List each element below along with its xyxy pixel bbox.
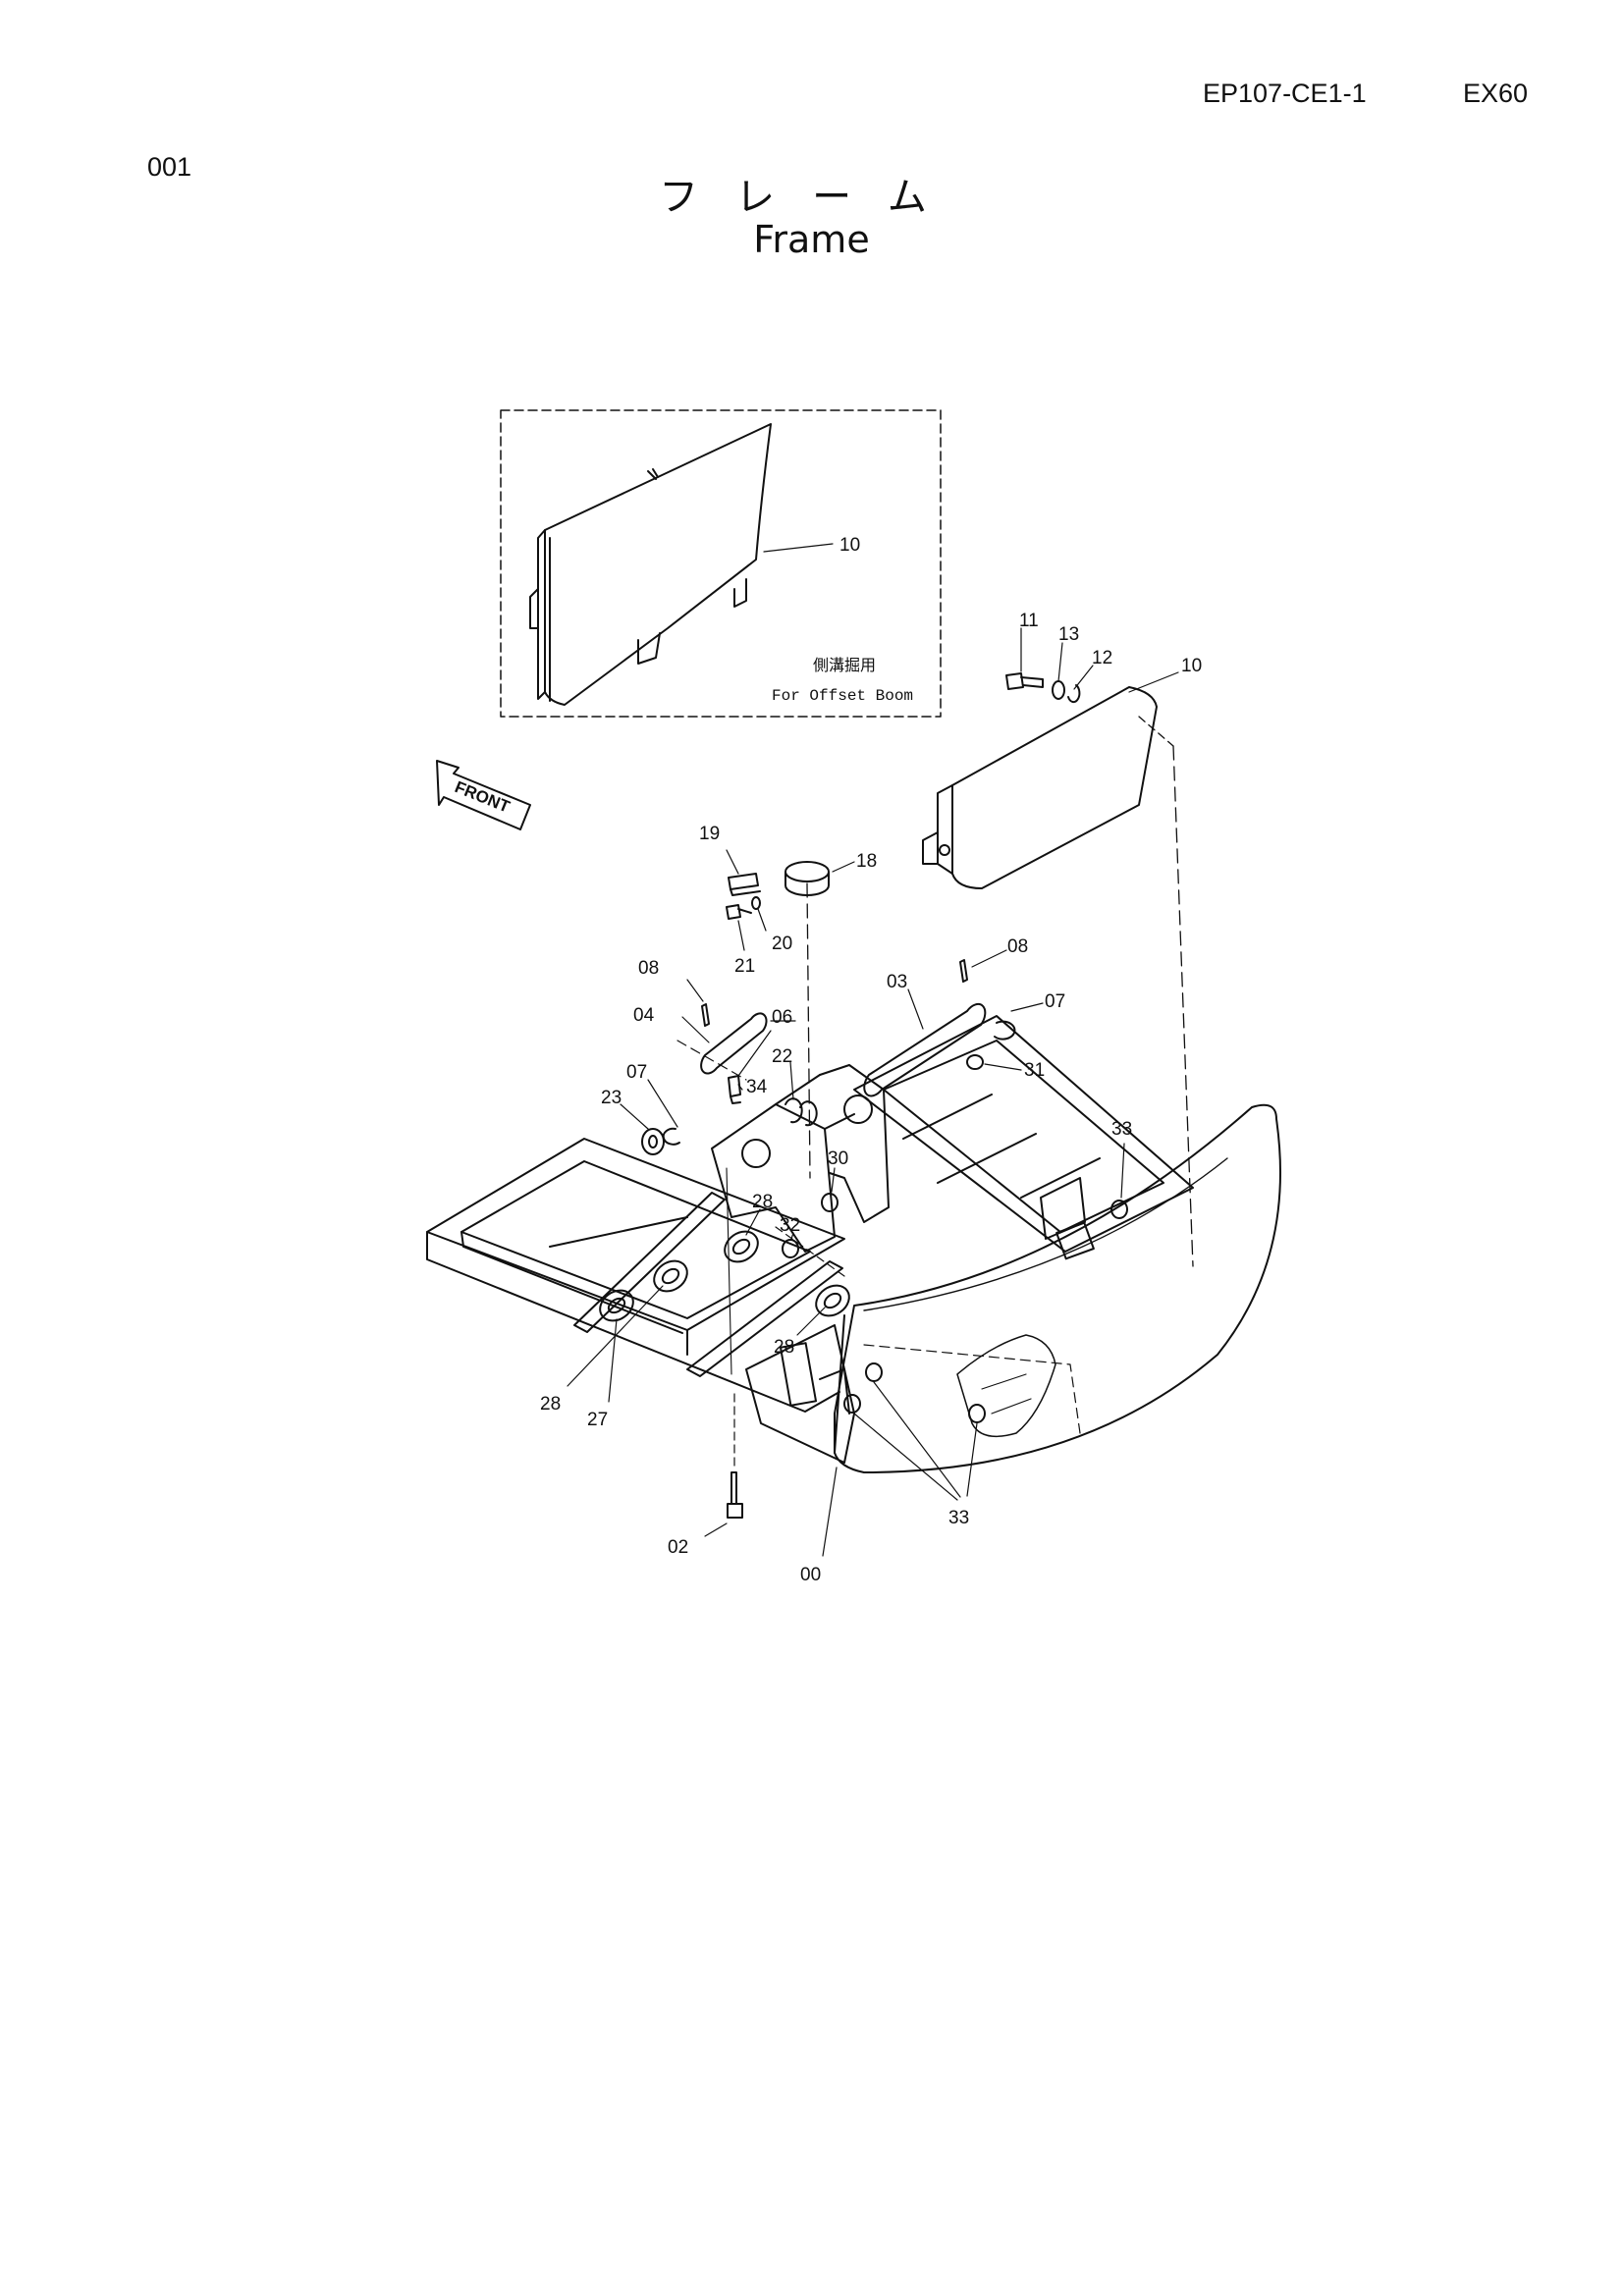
callout-34: 34 [746,1077,768,1097]
bolt-21 [726,904,752,920]
callout-18: 18 [856,851,877,872]
pin-08-right [959,959,968,983]
callout-11: 11 [1019,611,1039,631]
callout-08-right: 08 [1007,936,1028,957]
leader-10-inset [763,543,834,553]
callout-19: 19 [699,824,720,844]
callout-22: 22 [772,1046,792,1067]
callout-30: 30 [828,1148,848,1169]
washer-13 [1052,680,1065,700]
fitting-06 [728,1075,741,1104]
nipple-33-a [865,1362,883,1382]
callout-28-left: 28 [540,1394,561,1415]
frame-callouts: 33 30 28 32 28 28 27 02 00 33 [540,1119,1132,1585]
main-frame [426,1015,1281,1537]
nipple-33-b [843,1394,861,1414]
mount-28-left [653,1259,688,1293]
callout-28-center: 28 [752,1192,773,1212]
clip-22 [784,1097,818,1127]
boom-bracket [711,1103,836,1253]
callout-33-right: 33 [1111,1119,1132,1140]
callout-21: 21 [734,956,755,977]
title-english: Frame [753,218,870,261]
cutaway-section [956,1334,1056,1438]
counterweight [951,686,1158,889]
callout-32: 32 [780,1215,800,1236]
callout-06: 06 [772,1007,792,1028]
callout-13: 13 [1058,624,1079,645]
callout-12: 12 [1092,648,1112,668]
callout-00: 00 [800,1565,821,1585]
inset-counterweight [529,423,772,706]
plate-19 [728,873,759,890]
title-japanese: フレーム [659,175,964,220]
inset-note-english: For Offset Boom [772,687,913,705]
front-arrow-label: FRONT [453,777,514,817]
upper-small-parts: 19 18 20 21 [699,824,877,1179]
pin-08-left [701,1003,710,1027]
nipple-31 [966,1054,984,1070]
pin-04 [700,1012,768,1075]
front-arrow: FRONT [436,760,531,830]
callout-07-left: 07 [626,1062,647,1083]
nipple-32 [782,1239,799,1258]
inset-offset-boom: 10 側溝掘用 For Offset Boom [500,409,942,718]
ring-07-left [662,1127,680,1146]
callout-33-bottom: 33 [948,1508,969,1528]
model-name: EX60 [1463,79,1529,108]
mount-27 [599,1289,634,1322]
callout-10-inset: 10 [839,535,860,556]
mount-28-center [724,1230,759,1263]
pin-03 [863,1002,987,1097]
callout-31: 31 [1024,1060,1045,1081]
nipple-33-right [1110,1200,1128,1219]
nipple-33-c [968,1404,986,1423]
right-frame-outer [853,1015,1194,1253]
nipple-30 [821,1193,839,1212]
callout-03: 03 [887,972,907,992]
inset-dashed-border [500,409,942,718]
counterweight-assembly: 11 13 12 10 [922,611,1202,1267]
washer-23 [641,1128,665,1155]
bolt-02 [727,1471,743,1519]
page-number: 001 [147,152,192,182]
washer-20 [751,896,761,910]
inset-note-japanese: 側溝掘用 [813,657,876,675]
document-code: EP107-CE1-1 [1203,79,1367,108]
lower-bracket [745,1324,855,1464]
washer-12 [1067,684,1081,704]
callout-28-lower: 28 [774,1337,794,1358]
bolt-11 [1005,672,1044,690]
left-frame-outer [426,1138,845,1331]
callout-04: 04 [633,1005,655,1026]
callout-07-right: 07 [1045,991,1065,1012]
callout-23: 23 [601,1088,622,1108]
pins-group: 08 04 06 08 03 07 31 22 34 07 23 [601,936,1065,1155]
mount-28-lower [815,1284,850,1317]
callout-10: 10 [1181,656,1202,676]
callout-08-left: 08 [638,958,659,979]
callout-27: 27 [587,1410,608,1430]
callout-02: 02 [668,1537,688,1558]
rear-counterweight [834,1103,1281,1473]
callout-20: 20 [772,934,792,954]
